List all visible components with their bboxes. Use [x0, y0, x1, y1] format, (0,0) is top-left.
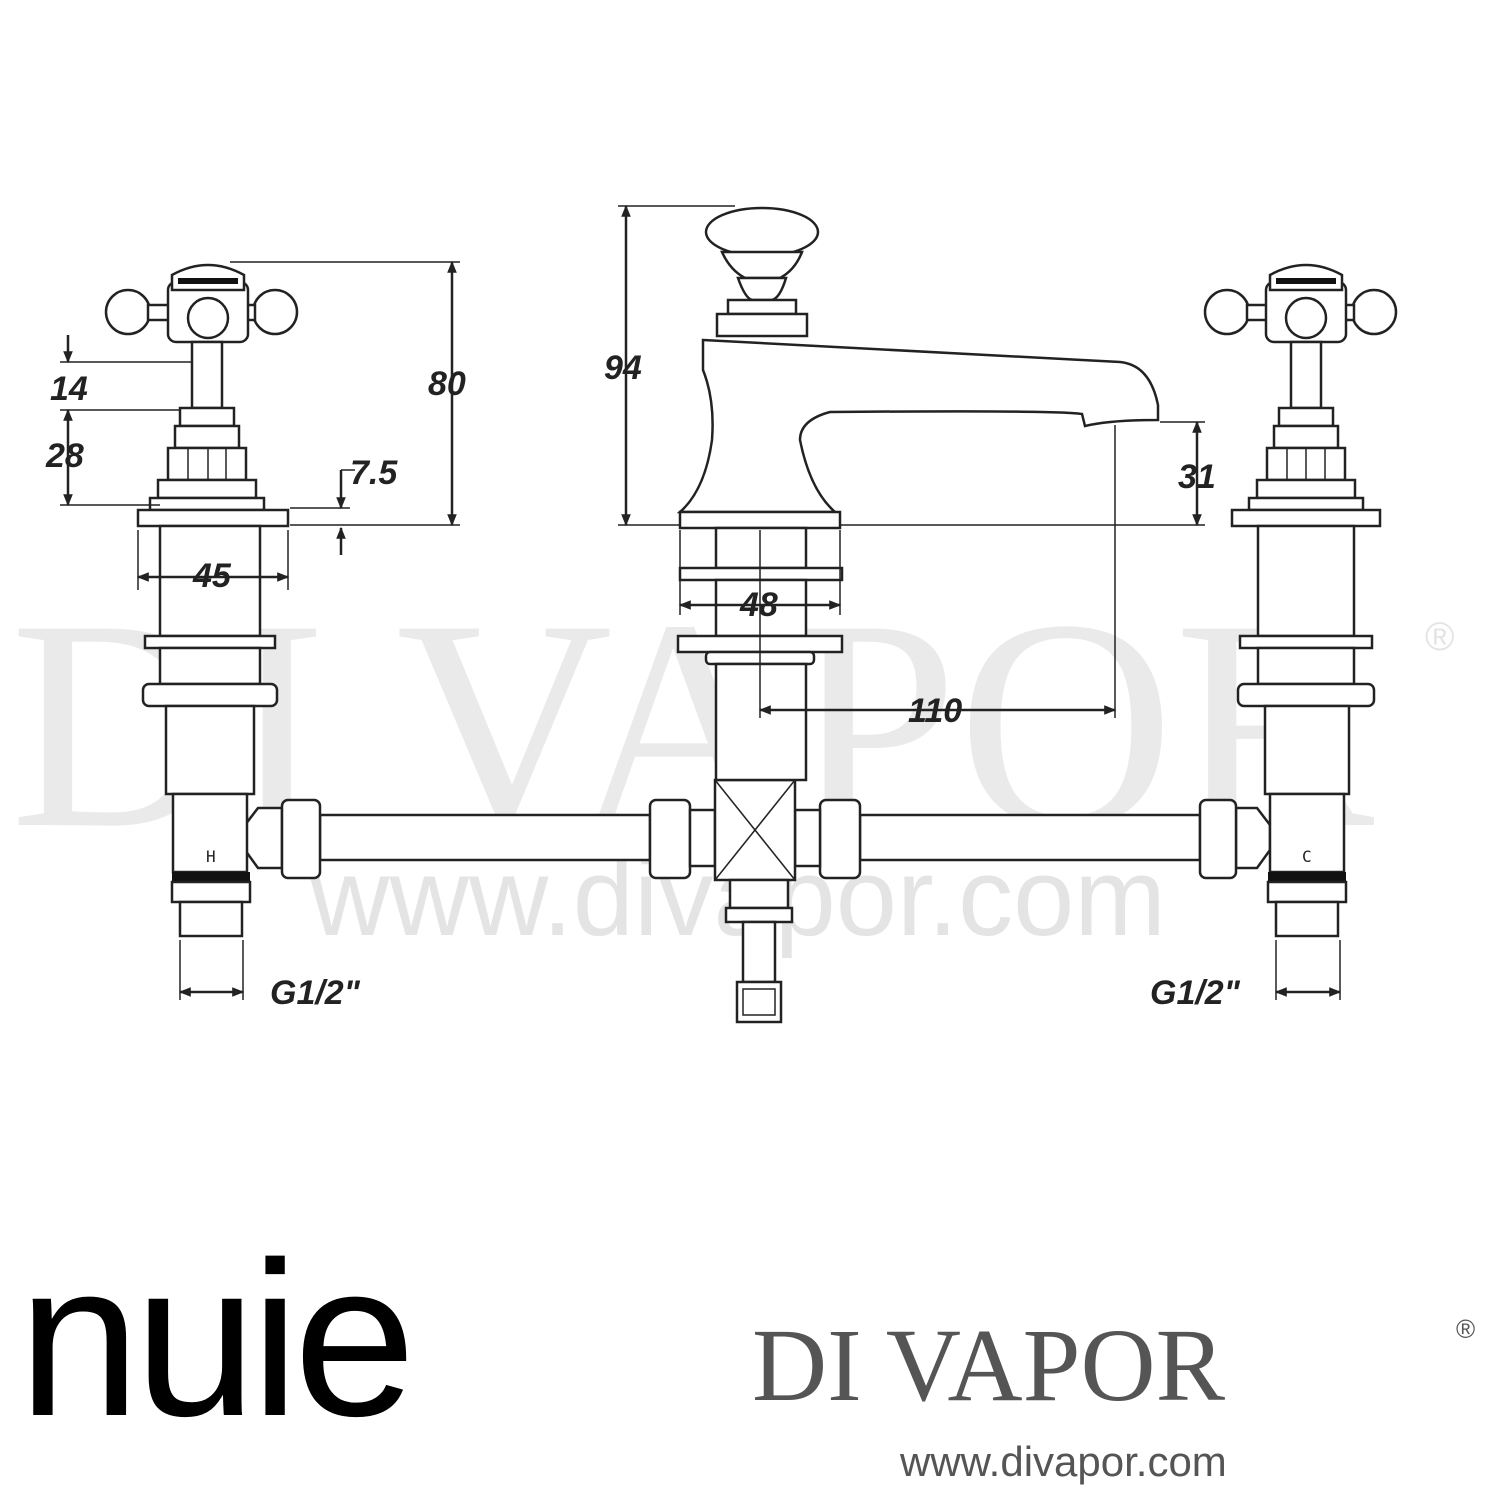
- dimension-lines: [60, 204, 1342, 1000]
- hot-valve-marking: H: [206, 847, 216, 866]
- cold-valve: C: [1203, 263, 1398, 938]
- dim-spout-outlet-height: 31: [1178, 458, 1216, 496]
- hot-valve-cross-handle: [104, 263, 299, 344]
- cold-valve-marking: C: [1302, 847, 1312, 866]
- hot-valve: H: [104, 263, 299, 938]
- watermark-registered-mark: ®: [1425, 615, 1454, 659]
- dim-spout-projection: 110: [908, 692, 962, 730]
- nuie-logo: nuie: [18, 1216, 410, 1462]
- divapor-url: www.divapor.com: [899, 1438, 1227, 1485]
- dim-spout-base-width: 48: [739, 586, 778, 624]
- divapor-registered-mark: ®: [1456, 1314, 1475, 1344]
- logos: nuie DI VAPOR ® www.divapor.com: [18, 1216, 1475, 1485]
- dim-inlet-left-thread: G1/2": [270, 974, 361, 1012]
- dim-inlet-right-thread: G1/2": [1150, 974, 1241, 1012]
- dim-spout-total-height: 94: [604, 349, 642, 387]
- dimension-labels: 14 28 7.5 45 80 94 31 48 110 G1/2" G1/2": [45, 349, 1241, 1012]
- cold-valve-cross-handle: [1203, 263, 1398, 344]
- dim-flange-width: 45: [192, 557, 232, 595]
- connecting-pipe: [243, 778, 1272, 1024]
- dim-valve-total-height: 80: [428, 365, 466, 403]
- divapor-logo: DI VAPOR: [752, 1308, 1226, 1423]
- dim-flange-thickness: 7.5: [350, 454, 398, 492]
- dim-headwork-height: 28: [45, 437, 84, 475]
- dim-handle-stem-height: 14: [50, 370, 88, 408]
